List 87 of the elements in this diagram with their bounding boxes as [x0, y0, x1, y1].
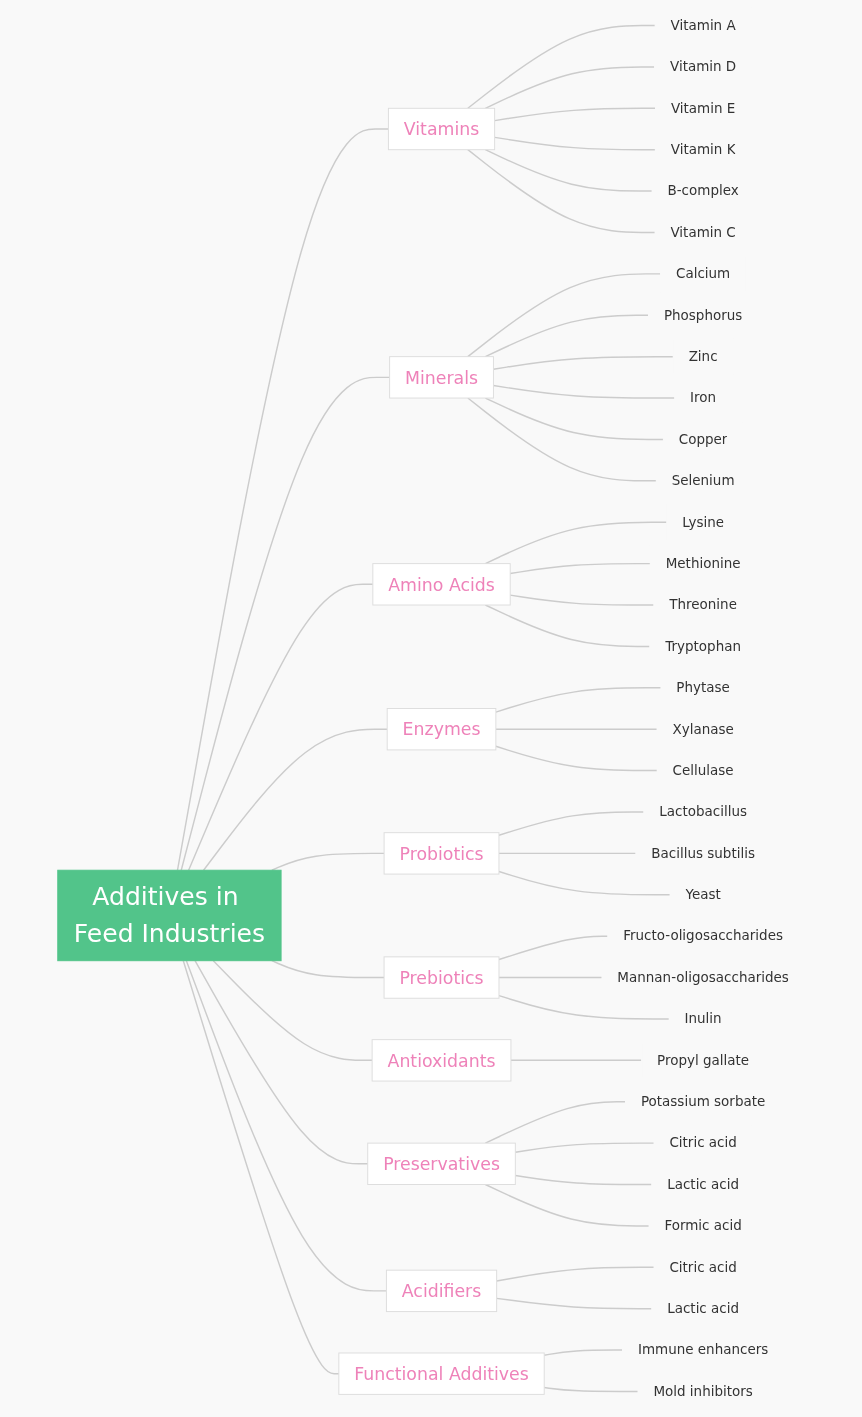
- connector: [202, 728, 388, 871]
- node-text: Lactic acid: [667, 1300, 740, 1316]
- connector: [484, 66, 656, 109]
- node-text: B-complex: [667, 182, 739, 199]
- node-text: Vitamin A: [670, 17, 736, 33]
- connector: [495, 728, 658, 730]
- node-text: Citric acid: [669, 1134, 737, 1151]
- connector: [484, 314, 650, 358]
- connector: [498, 935, 609, 961]
- connector: [493, 136, 657, 151]
- node-text: Fructo-oligosaccharides: [623, 927, 783, 944]
- node-text: Potassium sorbate: [640, 1093, 766, 1109]
- connector: [498, 994, 670, 1020]
- connector: [543, 1349, 624, 1356]
- connector: [180, 376, 391, 871]
- connector: [187, 583, 374, 871]
- node-box: Functional Additives: [338, 1352, 545, 1395]
- node-box: Preservatives: [367, 1142, 516, 1185]
- connector: [212, 960, 373, 1062]
- connector: [484, 1101, 627, 1144]
- node-text: Lysine: [682, 514, 725, 530]
- node-text: Vitamin E: [670, 100, 736, 116]
- connector: [543, 1386, 639, 1393]
- node-text: Vitamin K: [670, 141, 736, 157]
- node-text: Mold inhibitors: [653, 1383, 753, 1399]
- connector: [185, 960, 388, 1292]
- connector: [467, 148, 656, 234]
- connector: [484, 1183, 650, 1227]
- connector: [495, 1266, 655, 1282]
- node-text: Vitamin D: [669, 58, 737, 75]
- connector: [467, 24, 656, 109]
- connector: [509, 594, 655, 606]
- node-text: Lactobacillus: [659, 803, 747, 820]
- node-text: Zinc: [688, 348, 718, 364]
- node-text: Cellulase: [672, 762, 734, 778]
- node-text: Xylanase: [672, 721, 734, 737]
- node-box: Vitamins: [387, 107, 496, 151]
- node-text: Citric acid: [669, 1259, 737, 1275]
- node-text: Iron: [690, 389, 717, 406]
- connector: [492, 384, 676, 399]
- connector: [498, 811, 645, 837]
- connector: [194, 960, 369, 1165]
- connector: [492, 355, 674, 370]
- node-text: Lactic acid: [667, 1176, 740, 1192]
- node-text: Copper: [678, 431, 728, 447]
- node-text: Inulin: [684, 1010, 722, 1027]
- node-box: Prebiotics: [383, 956, 500, 999]
- node-text: Propyl gallate: [657, 1052, 750, 1068]
- connector: [271, 960, 385, 979]
- connector: [510, 1059, 643, 1062]
- node-text: Methionine: [665, 555, 741, 571]
- node-text: Threonine: [669, 596, 737, 613]
- node-text: Formic acid: [664, 1217, 742, 1234]
- node-text: Mannan-oligosaccharides: [617, 969, 789, 985]
- connector: [176, 128, 390, 871]
- connector: [509, 562, 651, 575]
- node-box: Enzymes: [386, 708, 497, 751]
- node-text: Selenium: [671, 472, 735, 489]
- node-text: Tryptophan: [665, 638, 741, 654]
- node-text: Phytase: [676, 679, 730, 696]
- connector: [493, 107, 657, 122]
- node-text: Calcium: [675, 265, 731, 282]
- connector: [484, 148, 653, 192]
- connector: [467, 397, 657, 482]
- node-box: Probiotics: [383, 832, 500, 875]
- connector: [514, 1142, 655, 1153]
- connector: [467, 273, 662, 358]
- node-box: Minerals: [389, 356, 494, 399]
- connector: [498, 976, 603, 979]
- node-text: Vitamin C: [670, 224, 736, 240]
- node-box: Amino Acids: [372, 563, 511, 606]
- connector: [495, 1297, 653, 1310]
- connector: [498, 852, 637, 855]
- node-box: Acidifiers: [385, 1269, 498, 1313]
- connector: [495, 687, 662, 713]
- node-box: Antioxidants: [371, 1039, 512, 1082]
- node-text: Phosphorus: [663, 307, 743, 323]
- connector: [271, 852, 385, 871]
- connector: [484, 521, 668, 565]
- connector: [498, 870, 671, 896]
- node-text: Yeast: [685, 886, 721, 902]
- node-text: Immune enhancers: [637, 1341, 769, 1358]
- node-box: Additives in Feed Industries: [57, 869, 282, 962]
- node-text: Bacillus subtilis: [651, 845, 755, 861]
- connector: [514, 1174, 653, 1186]
- connector: [182, 960, 340, 1375]
- connector: [495, 745, 658, 772]
